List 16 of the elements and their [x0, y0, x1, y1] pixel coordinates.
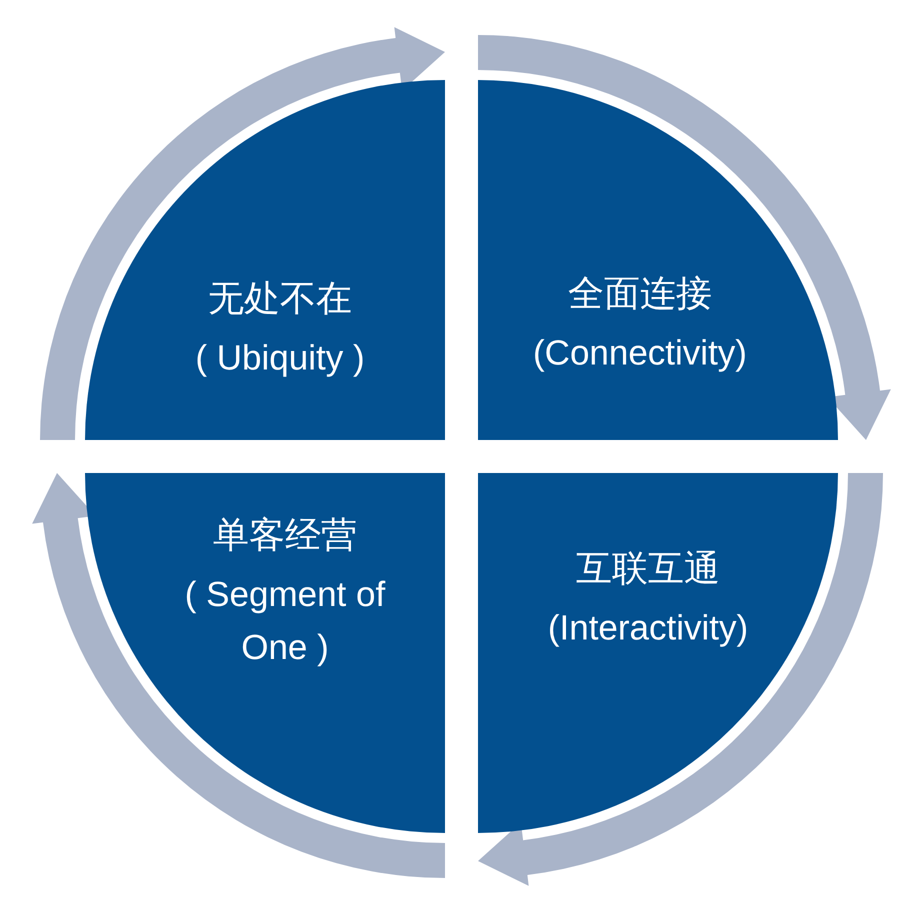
curved-arrow — [478, 35, 891, 440]
quadrant-segment — [478, 80, 838, 440]
segment-subtitle: (Interactivity) — [548, 607, 748, 650]
segment-title: 互联互通 — [576, 546, 720, 590]
segment-subtitle: ( Ubiquity ) — [195, 337, 365, 380]
curved-arrow — [32, 473, 445, 878]
segment-title: 单客经营 — [213, 513, 357, 557]
segment-subtitle: ( Segment of One ) — [184, 574, 386, 668]
quadrant-segment — [85, 80, 445, 440]
curved-arrow — [40, 27, 445, 440]
segment-subtitle: (Connectivity) — [533, 332, 747, 374]
quadrant-segment — [85, 473, 445, 833]
segment-title: 无处不在 — [208, 276, 352, 320]
curved-arrow — [478, 473, 883, 886]
segment-title: 全面连接 — [568, 271, 712, 316]
quadrant-segment — [478, 473, 838, 833]
